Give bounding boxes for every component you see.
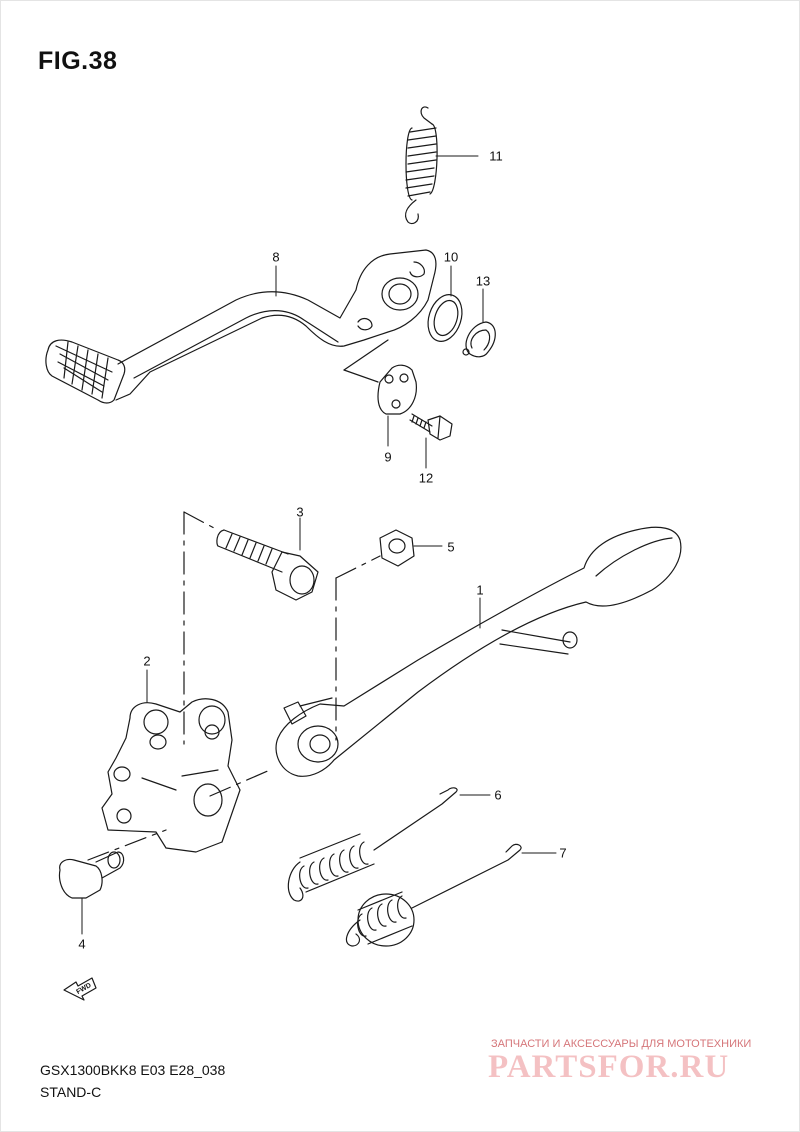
stand-bracket-part-2 bbox=[101, 698, 241, 853]
callout-4: 4 bbox=[78, 936, 86, 952]
bolt-part-12 bbox=[409, 413, 453, 441]
callout-5: 5 bbox=[447, 539, 455, 555]
callout-9: 9 bbox=[384, 449, 392, 465]
model-code: GSX1300BKK8 E03 E28_038 bbox=[40, 1062, 226, 1078]
assembly-lines bbox=[87, 511, 381, 861]
lever-plate-part-9 bbox=[377, 364, 417, 415]
figure-title: FIG.38 bbox=[38, 47, 118, 75]
pivot-bolt-part-4 bbox=[58, 851, 125, 899]
section-name: STAND-C bbox=[40, 1084, 102, 1100]
callout-12: 12 bbox=[418, 470, 434, 486]
side-stand-part-1 bbox=[275, 526, 682, 777]
callout-11: 11 bbox=[489, 148, 503, 164]
nut-part-5 bbox=[379, 529, 415, 567]
gearshift-lever-part-8 bbox=[45, 249, 437, 404]
fwd-arrow-icon bbox=[63, 977, 97, 1001]
callout-10: 10 bbox=[443, 249, 459, 265]
callout-8: 8 bbox=[272, 249, 280, 265]
callout-2: 2 bbox=[143, 653, 151, 669]
callout-1: 1 bbox=[476, 582, 484, 598]
leader-lines bbox=[81, 155, 557, 935]
watermark-tagline: ЗАПЧАСТИ И АКСЕССУАРЫ ДЛЯ МОТОТЕХНИКИ bbox=[491, 1038, 752, 1050]
callout-7: 7 bbox=[559, 845, 567, 861]
spring-part-11 bbox=[404, 106, 438, 225]
callout-13: 13 bbox=[475, 273, 491, 289]
spring-part-6 bbox=[287, 787, 458, 902]
bracket-bolt-part-3 bbox=[216, 529, 319, 601]
circlip-part-13 bbox=[462, 321, 496, 358]
watermark-brand: PARTSFOR.RU bbox=[488, 1049, 730, 1085]
callout-6: 6 bbox=[494, 787, 502, 803]
spring-part-7 bbox=[345, 843, 522, 947]
callout-3: 3 bbox=[296, 504, 304, 520]
washer-part-10 bbox=[427, 294, 463, 342]
